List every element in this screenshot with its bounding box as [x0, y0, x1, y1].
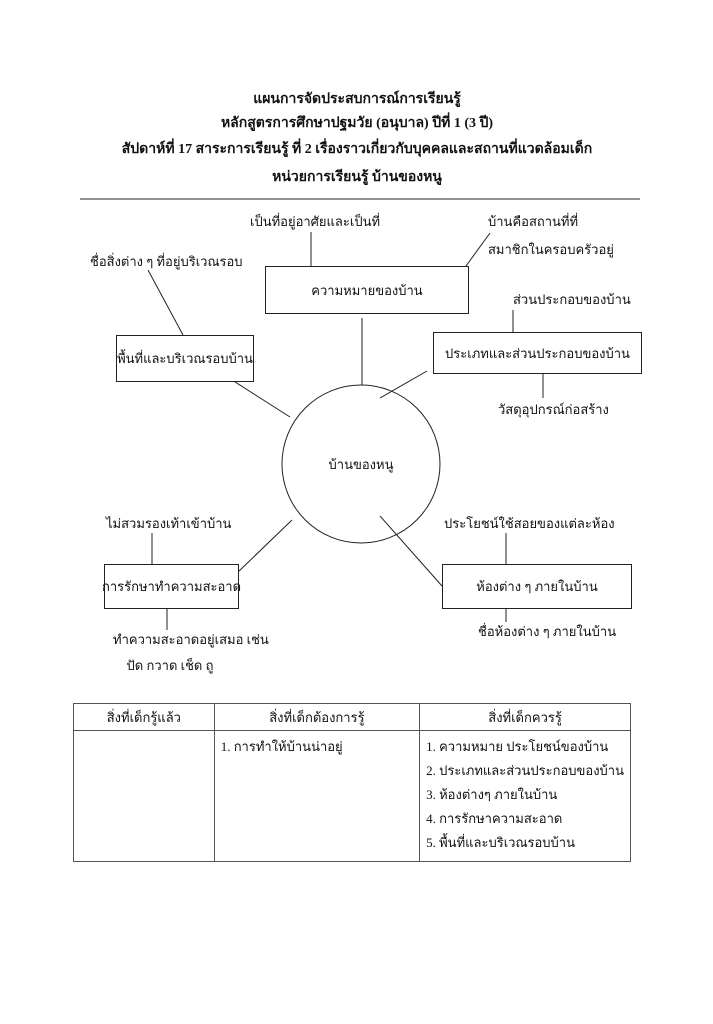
- doc-title: แผนการจัดประสบการณ์การเรียนรู้: [253, 92, 461, 107]
- should-item: 5. พื้นที่และบริเวณรอบบ้าน: [426, 835, 575, 850]
- rooms-note: ประโยชน์ใช้สอยของแต่ละห้อง: [444, 516, 615, 531]
- col-known: สิ่งที่เด็กรู้แล้ว: [73, 703, 215, 731]
- center-circle: [281, 384, 441, 544]
- cleaning-note: ปัด กวาด เช็ด ถู: [126, 658, 214, 673]
- table-row: 1. การทำให้บ้านน่าอยู่ 1. ความหมาย ประโย…: [73, 730, 631, 862]
- knowledge-table: สิ่งที่เด็กรู้แล้ว สิ่งที่เด็กต้องการรู้…: [73, 703, 631, 862]
- cleaning-box: การรักษาทำความสะอาด: [102, 564, 241, 609]
- cleaning-note: ทำความสะอาดอยู่เสมอ เช่น: [113, 632, 269, 647]
- want-item: 1. การทำให้บ้านน่าอยู่: [220, 739, 343, 754]
- known-cell: [73, 730, 215, 862]
- area-note: ชื่อสิ่งต่าง ๆ ที่อยู่บริเวณรอบ: [90, 254, 243, 269]
- week-line: สัปดาห์ที่ 17 สาระการเรียนรู้ ที่ 2 เรื่…: [121, 142, 593, 157]
- meaning-note: เป็นที่อยู่อาศัยและเป็นที่: [250, 214, 381, 229]
- col-should: สิ่งที่เด็กควรรู้: [419, 703, 631, 731]
- want-cell: 1. การทำให้บ้านน่าอยู่: [213, 730, 421, 862]
- should-item: 1. ความหมาย ประโยชน์ของบ้าน: [426, 739, 609, 754]
- types-note: วัสดุอุปกรณ์ก่อสร้าง: [498, 402, 609, 417]
- cleaning-note: ไม่สวมรองเท้าเข้าบ้าน: [106, 516, 232, 531]
- should-item: 4. การรักษาความสะอาด: [426, 811, 563, 826]
- rooms-note: ชื่อห้องต่าง ๆ ภายในบ้าน: [478, 624, 617, 639]
- curriculum-line: หลักสูตรการศึกษาปฐมวัย (อนุบาล) ปีที่ 1 …: [220, 116, 494, 131]
- meaning-box: ความหมายของบ้าน: [265, 266, 469, 314]
- meaning-note: สมาชิกในครอบครัวอยู่: [488, 242, 614, 257]
- should-item: 2. ประเภทและส่วนประกอบของบ้าน: [426, 763, 624, 778]
- types-box: ประเภทและส่วนประกอบของบ้าน: [433, 332, 642, 374]
- center-label: บ้านของหนู: [328, 457, 394, 472]
- should-cell: 1. ความหมาย ประโยชน์ของบ้าน 2. ประเภทและ…: [419, 730, 631, 862]
- types-note: ส่วนประกอบของบ้าน: [513, 292, 631, 307]
- unit-line: หน่วยการเรียนรู้ บ้านของหนู: [272, 170, 442, 185]
- rooms-box: ห้องต่าง ๆ ภายในบ้าน: [442, 564, 632, 609]
- should-item: 3. ห้องต่างๆ ภายในบ้าน: [426, 787, 558, 802]
- area-box: พื้นที่และบริเวณรอบบ้าน: [116, 335, 254, 382]
- table-header-row: สิ่งที่เด็กรู้แล้ว สิ่งที่เด็กต้องการรู้…: [73, 703, 631, 731]
- connectors: [147, 232, 544, 630]
- col-want: สิ่งที่เด็กต้องการรู้: [213, 703, 421, 731]
- meaning-note: บ้านคือสถานที่ที่: [488, 214, 579, 229]
